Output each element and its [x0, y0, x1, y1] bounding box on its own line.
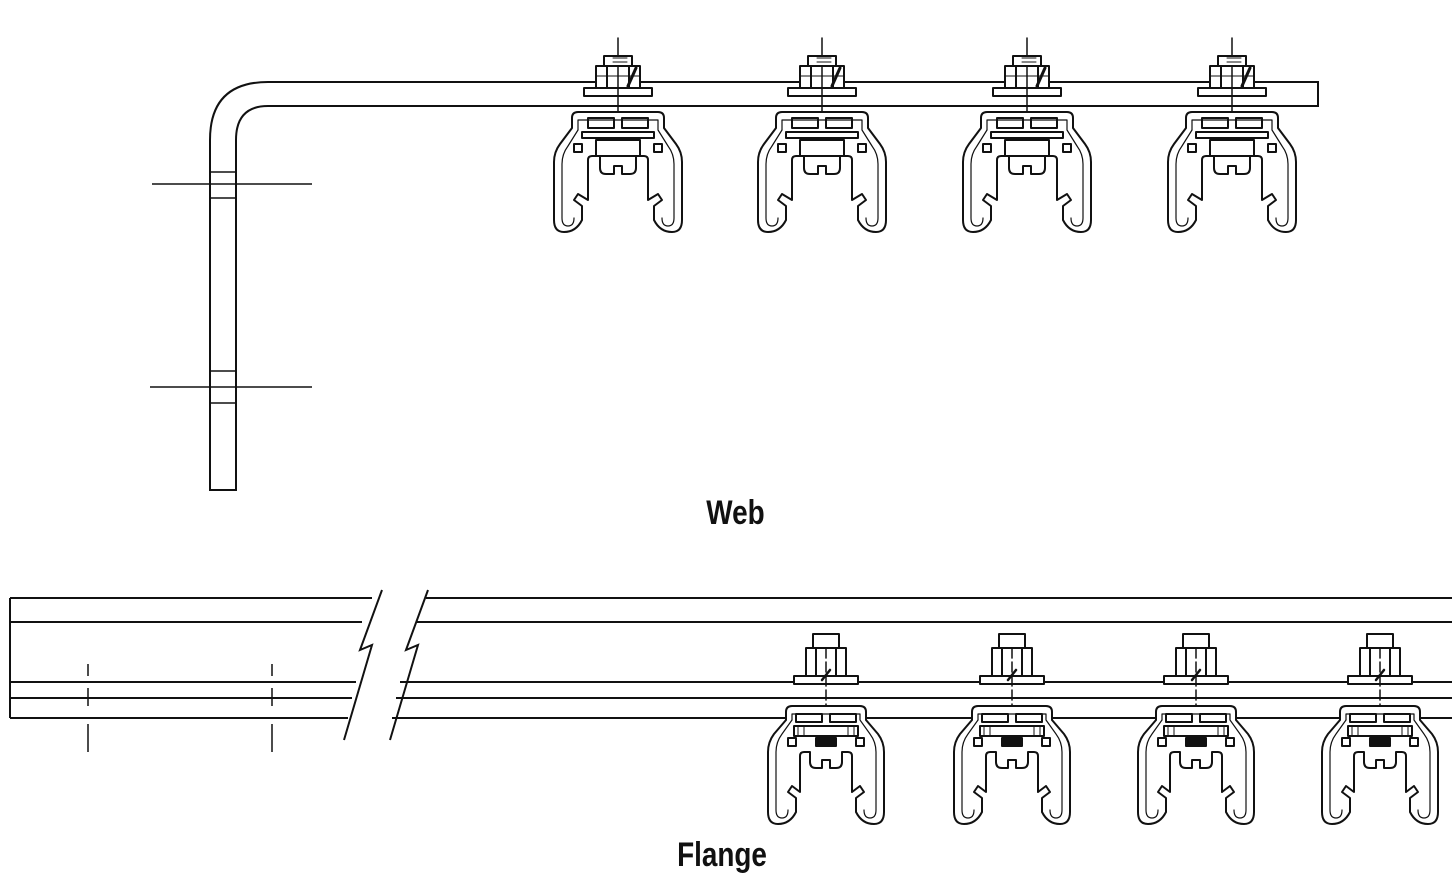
web-clamp-2	[756, 36, 888, 234]
flange-clamp-1	[766, 632, 886, 826]
web-clamp-3	[961, 36, 1093, 234]
break-line-left	[343, 589, 383, 741]
web-bent-bar	[209, 81, 1319, 491]
flange-label: Flange	[677, 836, 767, 874]
web-clamp-1	[552, 36, 684, 234]
web-clamp-4	[1166, 36, 1298, 234]
flange-clamp-2	[952, 632, 1072, 826]
flange-clamp-4	[1320, 632, 1440, 826]
web-view	[150, 36, 1319, 491]
flange-mounting-marks	[87, 664, 273, 752]
flange-clamp-3	[1136, 632, 1256, 826]
break-line-right	[389, 589, 429, 741]
web-mounting-marks	[150, 171, 312, 404]
web-label: Web	[706, 494, 765, 532]
flange-view	[9, 589, 1452, 752]
